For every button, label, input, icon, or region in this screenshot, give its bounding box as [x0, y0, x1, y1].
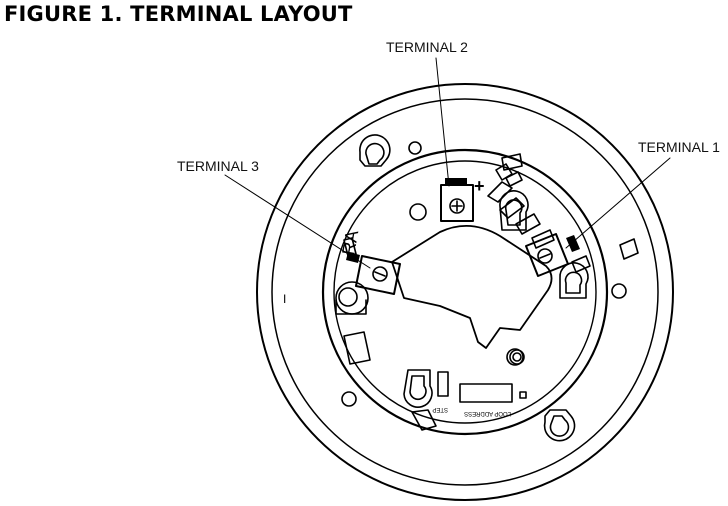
step-switch [437, 371, 449, 397]
base-plate-outer-ring [321, 148, 609, 436]
loop-address-window [459, 383, 513, 403]
base-hole [409, 203, 427, 221]
terminal-1 [525, 233, 591, 277]
ra-mark: RA [338, 229, 362, 257]
figure-title: FIGURE 1. TERMINAL LAYOUT [4, 2, 353, 26]
terminal-2-label: TERMINAL 2 [386, 39, 468, 55]
terminal-3-label: TERMINAL 3 [177, 158, 259, 174]
keyhole-slot-bottom [403, 369, 433, 408]
terminal-1-label: TERMINAL 1 [638, 139, 720, 155]
mounting-hole [611, 283, 627, 299]
keyhole-slot-top-left [359, 134, 391, 167]
indicator-square [519, 391, 527, 399]
mounting-hole-center [512, 352, 522, 362]
outer-rim [256, 83, 674, 501]
loop-address-text: LOOP ADDRESS [464, 410, 511, 416]
base-hole [509, 349, 525, 365]
contact-ribs [487, 163, 555, 249]
terminal-1-leader [565, 157, 671, 249]
rim-boss [411, 409, 437, 431]
base-slot [343, 237, 357, 257]
plus-mark: + [474, 176, 485, 196]
terminal-2 [440, 178, 474, 222]
base-plate-inner-ring [333, 160, 597, 424]
mounting-hole [408, 141, 422, 155]
rim-boss [619, 238, 639, 260]
step-text: STEP [432, 406, 448, 412]
leader-lines [224, 57, 671, 269]
mounting-hole [506, 348, 524, 366]
inner-rim [271, 98, 659, 486]
base-slot [343, 331, 371, 365]
keyhole-slot-bottom-right [543, 409, 576, 442]
rim-mark: I [283, 292, 286, 306]
mounting-hole [341, 391, 357, 407]
terminal-2-leader [435, 57, 450, 187]
center-opening [391, 224, 553, 349]
terminal-3-leader [224, 174, 371, 269]
keyhole-slot-left [335, 281, 369, 315]
keyhole-slot-right [559, 262, 589, 299]
